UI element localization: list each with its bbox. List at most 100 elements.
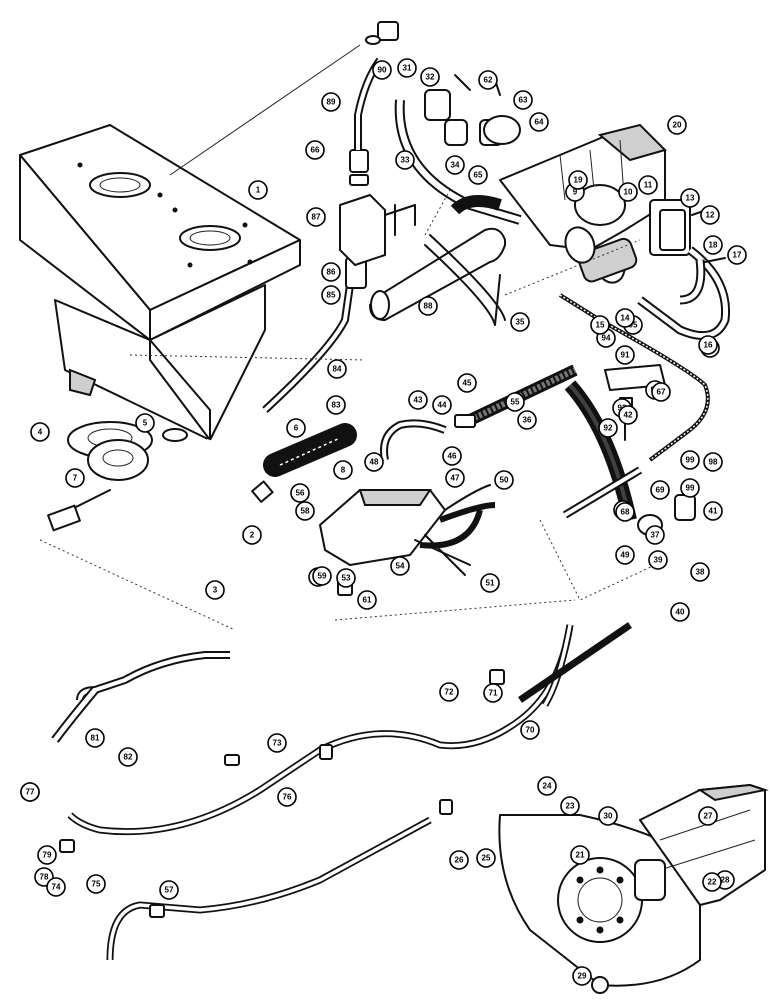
callout-29: 29	[572, 966, 592, 986]
callout-circle	[327, 359, 347, 379]
callout-circle	[242, 525, 262, 545]
callout-circle	[494, 470, 514, 490]
callout-circle	[333, 460, 353, 480]
callout-circle	[390, 556, 410, 576]
callout-circle	[442, 446, 462, 466]
callout-number: 53	[342, 574, 351, 583]
callout-99: 99	[680, 478, 700, 498]
callout-circle	[537, 776, 557, 796]
callout-circle	[37, 845, 57, 865]
callout-16: 16	[698, 335, 718, 355]
callout-circle	[290, 483, 310, 503]
callout-circle	[86, 874, 106, 894]
callout-circle	[702, 872, 722, 892]
callout-7: 7	[65, 468, 85, 488]
callout-number: 47	[451, 474, 460, 483]
callout-circle	[30, 422, 50, 442]
callout-number: 2	[250, 531, 255, 540]
callout-85: 85	[321, 285, 341, 305]
callout-23: 23	[560, 796, 580, 816]
callout-83: 83	[326, 395, 346, 415]
callout-circle	[445, 468, 465, 488]
callout-13: 13	[680, 188, 700, 208]
callout-circle	[480, 573, 500, 593]
callout-42: 42	[618, 405, 638, 425]
callout-circle	[703, 452, 723, 472]
callout-90: 90	[372, 60, 392, 80]
callout-number: 74	[52, 883, 61, 892]
callout-number: 71	[489, 689, 498, 698]
callout-number: 95	[629, 321, 638, 330]
callout-circle	[478, 70, 498, 90]
callout-circle	[570, 845, 590, 865]
callout-number: 30	[604, 812, 613, 821]
callout-circle	[277, 787, 297, 807]
callout-number: 19	[574, 176, 583, 185]
callout-91: 91	[615, 345, 635, 365]
callout-25: 25	[476, 848, 496, 868]
callout-39: 39	[648, 550, 668, 570]
callout-2: 2	[242, 525, 262, 545]
callout-number: 39	[654, 556, 663, 565]
callout-number: 25	[482, 854, 491, 863]
callout-8: 8	[333, 460, 353, 480]
callout-54: 54	[390, 556, 410, 576]
callout-number: 13	[686, 194, 695, 203]
callout-62: 62	[478, 70, 498, 90]
callout-51: 51	[480, 573, 500, 593]
callout-number: 48	[370, 458, 379, 467]
callout-circle	[372, 60, 392, 80]
callout-number: 29	[578, 972, 587, 981]
callout-number: 22	[708, 878, 717, 887]
callout-circle	[364, 452, 384, 472]
callout-81: 81	[85, 728, 105, 748]
callout-92: 92	[598, 418, 618, 438]
callout-number: 66	[311, 146, 320, 155]
callout-circle	[572, 966, 592, 986]
callout-circle	[357, 590, 377, 610]
callout-number: 26	[455, 856, 464, 865]
callout-36: 36	[517, 410, 537, 430]
callout-circle	[727, 245, 747, 265]
callout-number: 87	[312, 213, 321, 222]
callout-circle	[615, 345, 635, 365]
callout-number: 56	[296, 489, 305, 498]
callout-22: 22	[702, 872, 722, 892]
callout-number: 36	[523, 416, 532, 425]
callout-number: 85	[327, 291, 336, 300]
callout-number: 59	[318, 572, 327, 581]
callout-circle	[46, 877, 66, 897]
callout-10: 10	[618, 182, 638, 202]
callout-number: 94	[602, 334, 611, 343]
callout-number: 50	[500, 476, 509, 485]
callout-66: 66	[305, 140, 325, 160]
callout-98: 98	[703, 452, 723, 472]
callout-58: 58	[295, 501, 315, 521]
callout-circle	[20, 782, 40, 802]
callout-circle	[513, 90, 533, 110]
reservoir-tank	[19, 124, 301, 441]
callout-74: 74	[46, 877, 66, 897]
callout-63: 63	[513, 90, 533, 110]
callout-number: 57	[165, 886, 174, 895]
callout-number: 1	[256, 186, 261, 195]
callout-circle	[598, 806, 618, 826]
callout-89: 89	[321, 92, 341, 112]
callout-circle	[618, 405, 638, 425]
callout-33: 33	[395, 150, 415, 170]
callout-number: 14	[621, 314, 630, 323]
callout-number: 72	[445, 688, 454, 697]
callout-circle	[645, 525, 665, 545]
callout-number: 77	[26, 788, 35, 797]
callout-17: 17	[727, 245, 747, 265]
callout-5: 5	[135, 413, 155, 433]
callout-circle	[205, 580, 225, 600]
callout-32: 32	[420, 67, 440, 87]
callout-number: 37	[651, 531, 660, 540]
callout-15: 15	[590, 315, 610, 335]
callout-49: 49	[615, 545, 635, 565]
callout-67: 67	[651, 382, 671, 402]
callout-99: 99	[680, 450, 700, 470]
callout-number: 12	[706, 211, 715, 220]
